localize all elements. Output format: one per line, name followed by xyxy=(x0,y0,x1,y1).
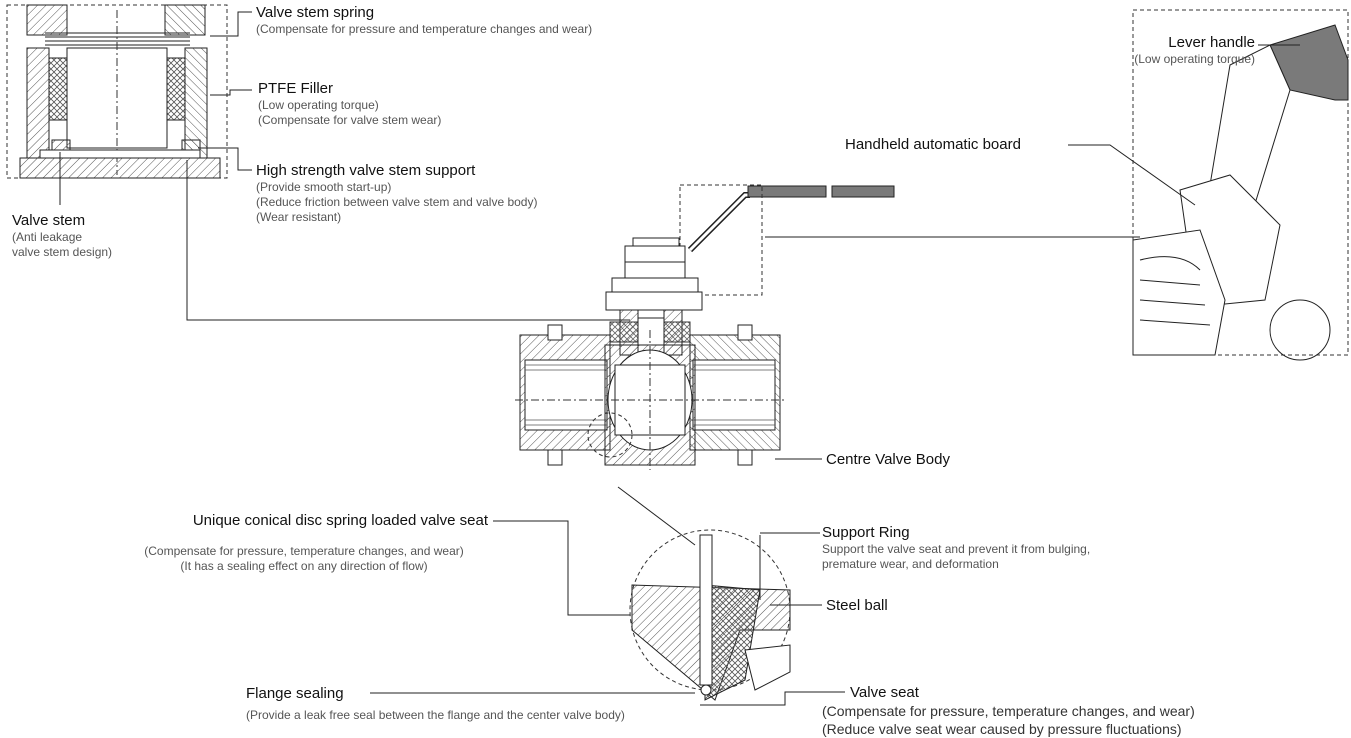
main-lever-handle xyxy=(679,184,895,296)
valve-seat-note-1: (Compensate for pressure, temperature ch… xyxy=(822,703,1195,719)
stem-support-note-3: (Wear resistant) xyxy=(256,210,342,224)
valve-stem-note-2: valve stem design) xyxy=(12,245,113,259)
label-valve-seat-lines: (Compensate for pressure, temperature ch… xyxy=(822,684,1195,738)
handheld-board-title: Handheld automatic board xyxy=(845,136,1021,153)
label-lever-handle: Lever handle (Low operating torque) xyxy=(1050,34,1255,67)
stem-support-note-1: (Provide smooth start-up) xyxy=(256,180,392,194)
conical-seat-note-2: (It has a sealing effect on any directio… xyxy=(180,559,428,573)
label-ptfe-filler: PTFE Filler (Low operating torque) (Comp… xyxy=(258,80,441,128)
ptfe-filler-title: PTFE Filler xyxy=(258,80,333,97)
label-flange-sealing-title: Flange sealing xyxy=(246,685,344,703)
label-stem-support: High strength valve stem support (Provid… xyxy=(256,162,537,225)
conical-seat-note-1: (Compensate for pressure, temperature ch… xyxy=(144,544,464,558)
label-flange-sealing-note: (Provide a leak free seal between the fl… xyxy=(246,706,625,724)
label-valve-seat: Valve seat xyxy=(850,684,919,702)
stem-support-title: High strength valve stem support xyxy=(256,162,476,179)
ball-valve-diagram xyxy=(6,4,1349,706)
label-conical-seat-title: Unique conical disc spring loaded valve … xyxy=(130,512,488,530)
support-ring-title: Support Ring xyxy=(822,524,910,541)
valve-seat-title: Valve seat xyxy=(850,684,919,701)
label-conical-seat-notes: (Compensate for pressure, temperature ch… xyxy=(120,544,488,574)
flange-sealing-title: Flange sealing xyxy=(246,685,344,702)
lever-handle-title: Lever handle xyxy=(1168,34,1255,51)
conical-seat-title: Unique conical disc spring loaded valve … xyxy=(192,512,488,529)
ptfe-filler-note-1: (Low operating torque) xyxy=(258,98,379,112)
support-ring-note-1: Support the valve seat and prevent it fr… xyxy=(822,542,1091,556)
centre-valve-body-title: Centre Valve Body xyxy=(826,451,950,468)
label-support-ring: Support Ring Support the valve seat and … xyxy=(822,524,1090,572)
main-valve-body xyxy=(515,237,785,470)
leader-lines xyxy=(59,11,1300,706)
label-steel-ball: Steel ball xyxy=(826,597,888,615)
lever-handle-note: (Low operating torque) xyxy=(1134,52,1255,66)
valve-stem-spring-note: (Compensate for pressure and temperature… xyxy=(256,22,593,36)
flange-sealing-note: (Provide a leak free seal between the fl… xyxy=(246,708,625,722)
handle-detail-view xyxy=(1132,9,1349,361)
label-centre-valve-body: Centre Valve Body xyxy=(826,451,950,469)
support-ring-note-2: premature wear, and deformation xyxy=(822,557,999,571)
ptfe-filler-note-2: (Compensate for valve stem wear) xyxy=(258,113,442,127)
valve-stem-spring-title: Valve stem spring xyxy=(256,4,375,21)
valve-stem-note-1: (Anti leakage xyxy=(12,230,83,244)
label-handheld-board: Handheld automatic board xyxy=(845,136,1021,154)
valve-stem-title: Valve stem xyxy=(12,212,86,229)
label-valve-stem: Valve stem (Anti leakage valve stem desi… xyxy=(12,212,112,260)
stem-support-note-2: (Reduce friction between valve stem and … xyxy=(256,195,538,209)
seat-detail-view xyxy=(617,486,791,701)
steel-ball-title: Steel ball xyxy=(826,597,888,614)
stem-detail-view xyxy=(6,4,228,179)
label-valve-stem-spring: Valve stem spring (Compensate for pressu… xyxy=(256,4,592,37)
